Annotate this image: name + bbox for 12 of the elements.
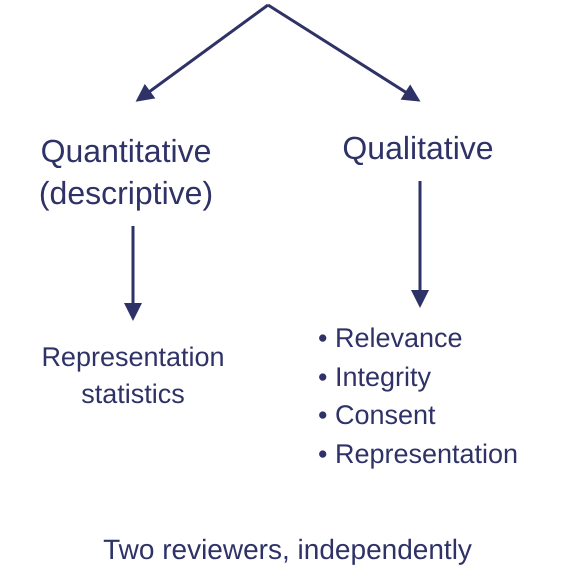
list-item: • Integrity — [318, 360, 432, 394]
arrow — [124, 226, 142, 321]
node-text: Quantitative (descriptive) — [15, 100, 237, 226]
node-text: Representation statistics — [15, 318, 251, 417]
node-text: Qualitative — [318, 100, 518, 181]
arrow — [411, 181, 429, 308]
list-item: • Representation — [318, 438, 520, 471]
note-text: Two reviewers, independently — [102, 534, 473, 566]
arrow — [267, 4, 421, 102]
list-item: • Consent — [318, 399, 437, 432]
arrow — [136, 4, 269, 102]
list-item: • Relevance — [318, 322, 464, 355]
